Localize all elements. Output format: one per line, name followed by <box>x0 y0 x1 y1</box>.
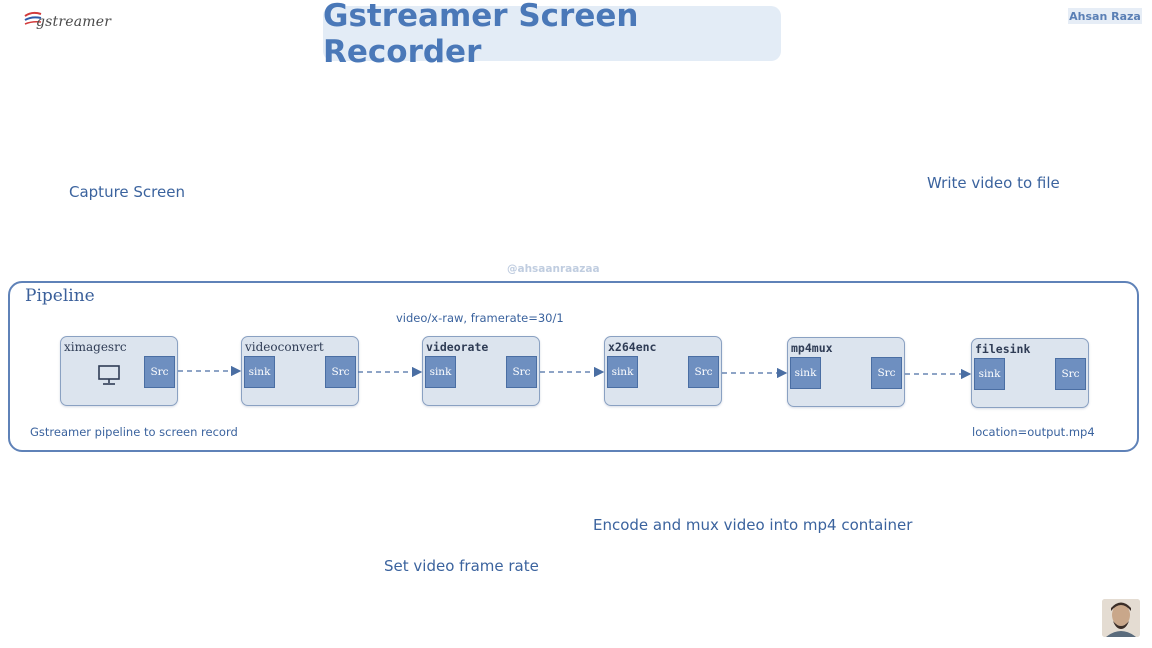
src-pad: Src <box>1055 358 1086 390</box>
pipeline-label: Pipeline <box>25 286 95 306</box>
element-name: videorate <box>426 340 489 354</box>
sink-pad: sink <box>607 356 638 388</box>
location-label: location=output.mp4 <box>972 425 1095 439</box>
element-mp4mux: mp4mux sink Src <box>787 337 905 407</box>
element-name: mp4mux <box>791 341 833 355</box>
element-name: x264enc <box>608 340 657 354</box>
src-pad: Src <box>325 356 356 388</box>
annotation-capture: Capture Screen <box>69 183 185 201</box>
element-x264enc: x264enc sink Src <box>604 336 722 406</box>
watermark-handle: @ahsaanraazaa <box>507 263 600 275</box>
pipeline-caption: Gstreamer pipeline to screen record <box>30 425 238 439</box>
element-videorate: videorate sink Src <box>422 336 540 406</box>
src-pad: Src <box>144 356 175 388</box>
element-name: ximagesrc <box>64 340 127 354</box>
element-ximagesrc: ximagesrc Src <box>60 336 178 406</box>
logo-text: gstreamer <box>36 14 112 30</box>
annotation-encode: Encode and mux video into mp4 container <box>593 516 913 534</box>
caps-label: video/x-raw, framerate=30/1 <box>396 311 564 325</box>
author-badge: Ahsan Raza <box>1068 8 1142 24</box>
title-banner: Gstreamer Screen Recorder <box>323 0 781 70</box>
element-videoconvert: videoconvert sink Src <box>241 336 359 406</box>
page-title: Gstreamer Screen Recorder <box>323 0 639 70</box>
monitor-icon <box>98 365 120 385</box>
annotation-framerate: Set video frame rate <box>384 557 539 575</box>
gstreamer-logo: gstreamer <box>24 10 114 36</box>
sink-pad: sink <box>974 358 1005 390</box>
annotation-write: Write video to file <box>927 174 1060 192</box>
sink-pad: sink <box>425 356 456 388</box>
src-pad: Src <box>871 357 902 389</box>
pipeline-container <box>8 281 1139 452</box>
logo-swoosh-icon <box>24 11 42 25</box>
avatar-face-icon <box>1102 599 1140 637</box>
src-pad: Src <box>506 356 537 388</box>
src-pad: Src <box>688 356 719 388</box>
element-name: filesink <box>975 342 1031 356</box>
avatar <box>1102 599 1140 637</box>
element-filesink: filesink sink Src <box>971 338 1089 408</box>
sink-pad: sink <box>244 356 275 388</box>
element-name: videoconvert <box>245 340 324 354</box>
sink-pad: sink <box>790 357 821 389</box>
